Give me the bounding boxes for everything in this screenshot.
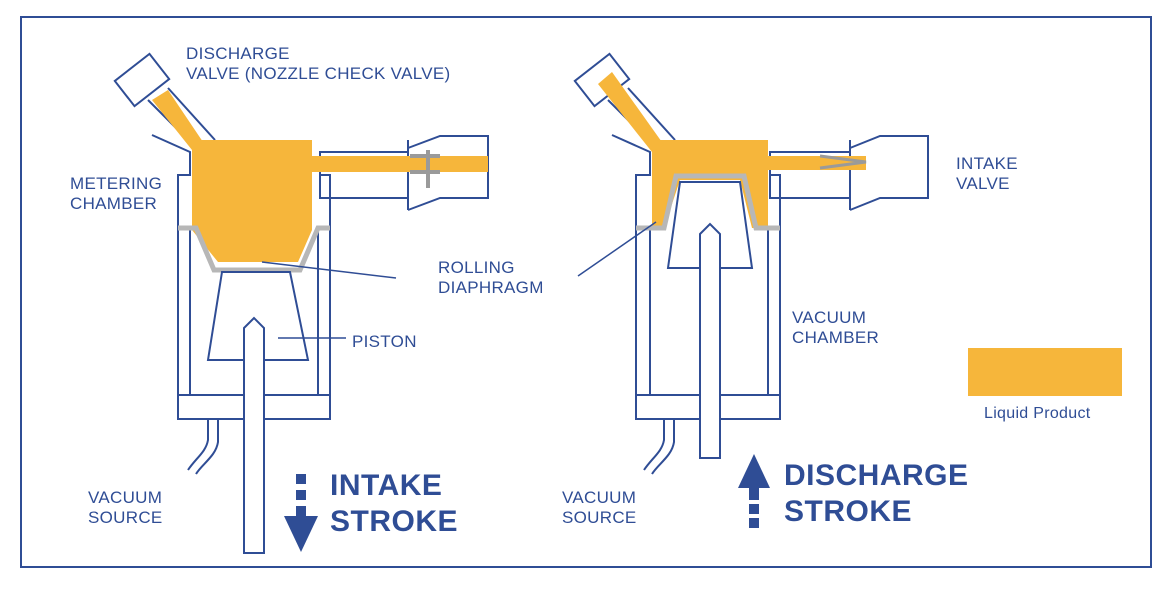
label-vacuum-source-right: VACUUM SOURCE <box>562 488 637 527</box>
label-rolling-diaphragm: ROLLING DIAPHRAGM <box>438 258 544 297</box>
diagram-frame <box>20 16 1152 568</box>
label-metering-chamber: METERING CHAMBER <box>70 174 163 213</box>
legend-swatch <box>968 348 1122 396</box>
label-intake-valve: INTAKE VALVE <box>956 154 1018 193</box>
right-pump <box>573 52 929 475</box>
label-vacuum-chamber: VACUUM CHAMBER <box>792 308 880 347</box>
left-rolling-diaphragm <box>178 225 330 273</box>
right-liquid-chamber <box>652 140 768 228</box>
discharge-stroke-label: DISCHARGE STROKE <box>784 459 969 528</box>
intake-stroke-arrow <box>284 474 318 552</box>
left-liquid-chamber <box>192 140 312 262</box>
discharge-stroke-arrow <box>738 454 770 528</box>
intake-stroke-label: INTAKE STROKE <box>330 469 459 538</box>
legend-label: Liquid Product <box>984 405 1091 422</box>
right-rolling-diaphragm <box>636 173 780 231</box>
label-piston: PISTON <box>352 332 417 351</box>
label-vacuum-source-left: VACUUM SOURCE <box>88 488 163 527</box>
label-discharge-valve: DISCHARGE VALVE (NOZZLE CHECK VALVE) <box>186 44 451 83</box>
